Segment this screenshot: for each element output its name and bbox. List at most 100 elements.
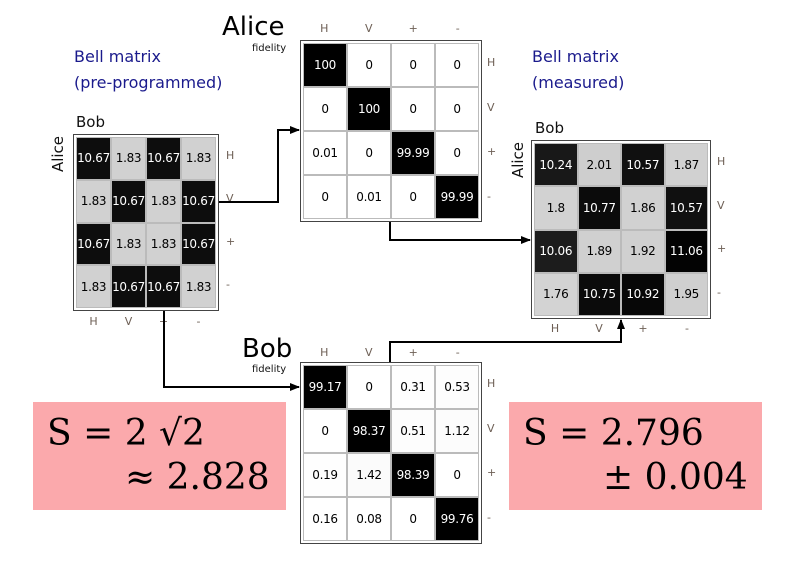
- matrix-cell: 1.83: [181, 265, 216, 308]
- preprogrammed-title-line2: (pre-programmed): [74, 73, 223, 92]
- theory-line1: S = 2 √2: [47, 413, 205, 454]
- preprogrammed-col-label: H: [89, 315, 98, 328]
- matrix-cell: 0: [435, 87, 479, 131]
- matrix-cell: 1.76: [534, 272, 578, 316]
- measured-line1: S = 2.796: [523, 413, 704, 454]
- measured-title-line1: Bell matrix: [532, 47, 619, 66]
- arrow-bob-to-measured: [389, 319, 625, 362]
- theory-result-box: S = 2 √2 ≈ 2.828: [33, 402, 286, 510]
- matrix-cell: 10.57: [664, 186, 708, 230]
- preprogrammed-col-label: -: [196, 315, 201, 328]
- matrix-cell: 99.17: [303, 365, 347, 409]
- preprogrammed-row-label: H: [226, 149, 235, 162]
- matrix-cell: 1.83: [146, 179, 181, 223]
- measured-row-label: +: [717, 242, 727, 255]
- preprogrammed-title: Bell matrix (pre-programmed): [74, 44, 222, 96]
- matrix-cell: 10.67: [76, 222, 111, 266]
- matrix-cell: 1.42: [347, 453, 391, 497]
- bob-fidelity-col-label: V: [364, 346, 373, 359]
- matrix-cell: 0: [391, 87, 435, 131]
- theory-line2: ≈ 2.828: [125, 457, 270, 498]
- bob-fidelity-sub: fidelity: [252, 364, 287, 375]
- preprogrammed-row-label: +: [226, 235, 236, 248]
- preprogrammed-row-label: V: [226, 192, 234, 205]
- measured-row-label: V: [717, 198, 725, 212]
- matrix-cell: 0: [303, 409, 347, 453]
- matrix-cell: 11.06: [664, 229, 708, 273]
- measured-col-label: -: [685, 322, 689, 335]
- matrix-cell: 0.08: [347, 497, 391, 541]
- measured-col-label: V: [595, 322, 603, 335]
- matrix-cell: 10.75: [577, 272, 621, 316]
- preprogrammed-col-header: Bob: [76, 113, 105, 131]
- matrix-cell: 100: [347, 87, 391, 131]
- measured-title-line2: (measured): [532, 73, 625, 92]
- matrix-cell: 10.67: [76, 137, 111, 180]
- matrix-cell: 10.67: [146, 137, 181, 180]
- measured-line2: ± 0.004: [603, 457, 748, 498]
- matrix-cell: 0.51: [391, 409, 435, 453]
- bob-fidelity-row-label: V: [487, 421, 495, 435]
- alice-fidelity-name: Alice: [222, 12, 285, 42]
- bob-fidelity-row-label: -: [487, 510, 491, 524]
- matrix-cell: 10.06: [534, 229, 578, 273]
- alice-fidelity-row-label: H: [487, 56, 496, 69]
- alice-fidelity-col-label: +: [408, 22, 418, 35]
- preprogrammed-row-label: -: [226, 278, 230, 291]
- matrix-cell: 10.24: [534, 143, 578, 187]
- matrix-cell: 0: [391, 43, 435, 87]
- measured-col-label: H: [550, 322, 560, 335]
- matrix-cell: 1.89: [577, 229, 621, 273]
- measured-row-label: H: [717, 155, 726, 168]
- matrix-cell: 0.19: [303, 453, 347, 497]
- matrix-cell: 0: [391, 497, 435, 541]
- bob-fidelity-row-label: +: [487, 466, 497, 479]
- matrix-cell: 0: [303, 87, 347, 131]
- matrix-cell: 0: [347, 43, 391, 87]
- matrix-cell: 1.8: [534, 186, 578, 230]
- matrix-cell: 0: [303, 175, 347, 219]
- matrix-cell: 0: [391, 175, 435, 219]
- matrix-cell: 0.01: [347, 175, 391, 219]
- alice-fidelity-row-label: -: [487, 189, 491, 203]
- matrix-cell: 1.12: [435, 409, 479, 453]
- matrix-cell: 0.53: [435, 365, 479, 409]
- matrix-cell: 99.99: [435, 175, 479, 219]
- matrix-cell: 1.83: [111, 137, 146, 180]
- bob-fidelity-col-label: H: [320, 346, 329, 359]
- matrix-cell: 99.99: [391, 131, 435, 175]
- measured-title: Bell matrix (measured): [532, 44, 624, 96]
- matrix-cell: 0: [435, 453, 479, 497]
- preprogrammed-title-line1: Bell matrix: [74, 47, 161, 66]
- matrix-cell: 98.37: [347, 409, 391, 453]
- alice-fidelity-col-label: -: [455, 22, 460, 35]
- matrix-cell: 10.92: [621, 272, 665, 316]
- matrix-cell: 0.16: [303, 497, 347, 541]
- matrix-cell: 1.83: [76, 179, 111, 223]
- preprogrammed-col-label: V: [124, 315, 133, 328]
- matrix-cell: 10.67: [111, 265, 146, 308]
- matrix-cell: 99.76: [435, 497, 479, 541]
- matrix-cell: 1.92: [621, 229, 665, 273]
- bob-fidelity-col-label: +: [408, 346, 418, 359]
- bob-fidelity-col-label: -: [455, 346, 460, 359]
- alice-fidelity-row-label: V: [487, 100, 495, 114]
- matrix-cell: 0.31: [391, 365, 435, 409]
- matrix-cell: 10.57: [621, 143, 665, 187]
- bob-fidelity-row-label: H: [487, 377, 496, 390]
- matrix-cell: 10.77: [577, 186, 621, 230]
- matrix-cell: 1.83: [76, 265, 111, 308]
- alice-fidelity-col-label: H: [320, 22, 329, 35]
- matrix-cell: 10.67: [181, 179, 216, 223]
- arrow-pre-to-alice: [219, 126, 300, 203]
- matrix-cell: 10.67: [111, 179, 146, 223]
- matrix-cell: 0: [347, 365, 391, 409]
